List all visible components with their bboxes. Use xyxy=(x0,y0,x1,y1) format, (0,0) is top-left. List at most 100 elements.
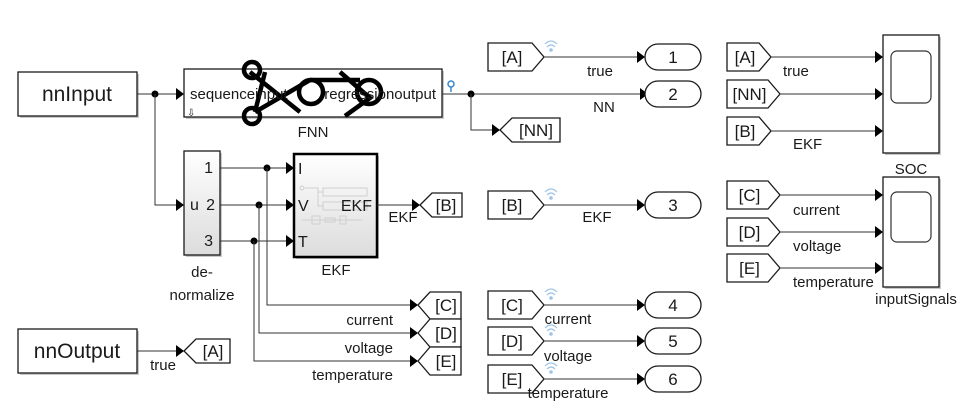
svg-text:[NN]: [NN] xyxy=(519,121,553,140)
nn-wires xyxy=(442,88,648,136)
demux-name-1: de- xyxy=(191,264,213,281)
ekf-block[interactable]: I V T EKF xyxy=(292,152,379,259)
nnoutput-wire xyxy=(137,345,184,357)
input-from-e[interactable]: [E] xyxy=(726,253,781,283)
signal-label-true: true xyxy=(150,357,176,374)
nnoutput-block[interactable]: nnOutput xyxy=(17,328,139,375)
scope-screen-icon xyxy=(890,50,932,104)
svg-text:[A]: [A] xyxy=(203,342,224,361)
svg-text:[NN]: [NN] xyxy=(733,85,767,104)
goto-e[interactable]: [E] xyxy=(417,346,462,376)
goto-d[interactable]: [D] xyxy=(417,318,462,348)
svg-text:[C]: [C] xyxy=(435,296,457,315)
input-from-d[interactable]: [D] xyxy=(726,217,781,247)
goto-c[interactable]: [C] xyxy=(417,291,462,320)
svg-text:[D]: [D] xyxy=(435,324,457,343)
ekf-name: EKF xyxy=(321,262,350,279)
ekf-out: EKF xyxy=(341,198,372,215)
signal-label-c: current xyxy=(545,311,593,328)
svg-text:[A]: [A] xyxy=(502,48,523,67)
signal-logging-icon xyxy=(544,324,558,336)
outport-3[interactable]: 3 xyxy=(644,191,702,219)
demux-out-2: 2 xyxy=(206,197,215,214)
from-d[interactable]: [D] xyxy=(487,326,545,356)
scope-inputsignals-name: inputSignals xyxy=(875,291,957,308)
svg-text:2: 2 xyxy=(668,85,677,104)
outport-4[interactable]: 4 xyxy=(644,291,702,319)
demux-out-3: 3 xyxy=(204,233,213,250)
subsystem-preview-icon xyxy=(299,185,368,225)
ekf-in-i: I xyxy=(298,161,302,178)
from-a[interactable]: [A] xyxy=(487,42,545,72)
outport-2[interactable]: 2 xyxy=(644,80,702,108)
input-signal-label-e: temperature xyxy=(793,274,874,291)
neural-network-icon xyxy=(241,59,384,127)
svg-text:[C]: [C] xyxy=(739,186,761,205)
ekf-output-wire xyxy=(377,199,420,211)
goto-b[interactable]: [B] xyxy=(419,192,463,218)
signal-label-current: current xyxy=(346,312,394,329)
svg-text:[D]: [D] xyxy=(501,332,523,351)
svg-text:[E]: [E] xyxy=(502,370,523,389)
signal-label-temperature: temperature xyxy=(312,367,393,384)
nninput-wires xyxy=(137,88,184,211)
signal-logging-icon xyxy=(544,362,558,374)
ekf-in-v: V xyxy=(298,198,309,215)
nninput-block[interactable]: nnInput xyxy=(17,71,139,118)
svg-text:3: 3 xyxy=(668,196,677,215)
denormalize-block[interactable]: u 1 2 3 xyxy=(183,150,222,257)
ekf-in-t: T xyxy=(298,234,308,251)
svg-text:[B]: [B] xyxy=(436,196,457,215)
svg-text:[C]: [C] xyxy=(501,296,523,315)
from-c[interactable]: [C] xyxy=(487,290,545,320)
signal-label-e: temperature xyxy=(528,385,609,402)
soc-from-nn[interactable]: [NN] xyxy=(726,79,781,109)
svg-text:1: 1 xyxy=(668,48,677,67)
signal-label-ekf: EKF xyxy=(388,209,417,226)
signal-logging-pin-icon[interactable] xyxy=(447,80,455,92)
demux-name-2: normalize xyxy=(169,287,234,304)
scope-screen-icon xyxy=(890,191,932,243)
svg-text:6: 6 xyxy=(668,370,677,389)
fnn-name: FNN xyxy=(298,124,329,141)
svg-text:[B]: [B] xyxy=(502,196,523,215)
nnoutput-label: nnOutput xyxy=(34,340,121,363)
svg-text:5: 5 xyxy=(668,332,677,351)
scope-inputsignals[interactable] xyxy=(882,176,941,289)
nninput-label: nnInput xyxy=(42,83,112,106)
svg-text:4: 4 xyxy=(668,296,677,315)
goto-a[interactable]: [A] xyxy=(183,338,231,364)
outport-5[interactable]: 5 xyxy=(644,327,702,355)
fnn-block[interactable]: sequenceinput regressionoutput ⇩ xyxy=(183,59,444,127)
outport-6[interactable]: 6 xyxy=(644,365,702,393)
signal-logging-icon xyxy=(544,288,558,300)
scope-soc-name: SOC xyxy=(895,161,928,178)
demux-wires xyxy=(220,162,418,367)
signal-label-nn: NN xyxy=(593,99,615,116)
input-signal-label-c: current xyxy=(793,202,841,219)
fnn-input-port: sequenceinput xyxy=(190,86,288,103)
svg-text:[D]: [D] xyxy=(739,223,761,242)
from-b[interactable]: [B] xyxy=(487,190,545,220)
svg-text:[A]: [A] xyxy=(735,48,756,67)
signal-label-voltage: voltage xyxy=(345,340,393,357)
soc-from-a[interactable]: [A] xyxy=(726,42,772,72)
input-signal-label-d: voltage xyxy=(793,238,841,255)
down-arrow-icon: ⇩ xyxy=(187,108,195,119)
goto-nn[interactable]: [NN] xyxy=(499,117,561,143)
svg-text:[B]: [B] xyxy=(735,122,756,141)
outport-1[interactable]: 1 xyxy=(644,43,702,71)
signal-label-d: voltage xyxy=(544,348,592,365)
soc-signal-label-a: true xyxy=(783,63,809,80)
signal-logging-icon xyxy=(544,188,558,200)
input-from-c[interactable]: [C] xyxy=(726,180,781,210)
signal-logging-icon xyxy=(544,40,558,52)
scope-soc[interactable] xyxy=(882,34,941,155)
from-e[interactable]: [E] xyxy=(487,364,545,394)
demux-out-1: 1 xyxy=(204,160,213,177)
svg-text:[E]: [E] xyxy=(739,259,760,278)
svg-text:[E]: [E] xyxy=(436,352,457,371)
signal-label-b: EKF xyxy=(582,209,611,226)
soc-from-b[interactable]: [B] xyxy=(726,116,772,146)
